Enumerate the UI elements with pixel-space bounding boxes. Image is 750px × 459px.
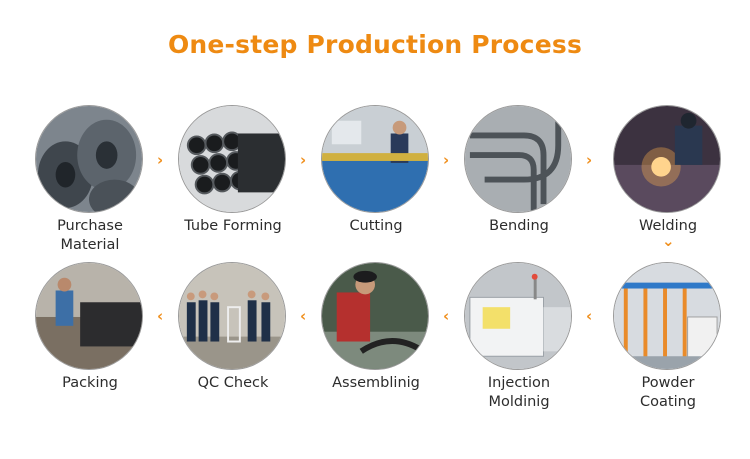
cutting-machine-photo <box>321 105 429 213</box>
arrow-left-icon: ‹ <box>157 307 164 325</box>
step-label: Cutting <box>349 218 403 234</box>
arrow-right-icon: › <box>157 151 164 169</box>
step-label: QC Check <box>197 375 269 391</box>
bent-tubes-photo <box>464 105 572 213</box>
black-tubes-photo <box>178 105 286 213</box>
arrow-right-icon: › <box>586 151 593 169</box>
arrow-left-icon: ‹ <box>300 307 307 325</box>
step-label: Tube Forming <box>184 218 282 234</box>
step-label: Purchase Material <box>57 218 123 253</box>
injection-machine-photo <box>464 262 572 370</box>
step-label: Injection Moldinig <box>487 375 551 410</box>
step-label: Assemblinig <box>332 375 420 391</box>
arrow-down-icon: ⌄ <box>662 232 675 250</box>
step-label: Packing <box>62 375 118 391</box>
assembly-worker-photo <box>321 262 429 370</box>
arrow-left-icon: ‹ <box>586 307 593 325</box>
step-label: Powder Coating <box>640 375 696 410</box>
page-title: One-step Production Process <box>167 30 583 59</box>
steel-coils-photo <box>35 105 143 213</box>
welding-sparks-photo <box>613 105 721 213</box>
qc-team-photo <box>178 262 286 370</box>
coating-line-photo <box>613 262 721 370</box>
step-label: Bending <box>489 218 549 234</box>
packing-worker-photo <box>35 262 143 370</box>
arrow-right-icon: › <box>443 151 450 169</box>
step-label: Welding <box>638 218 698 234</box>
arrow-right-icon: › <box>300 151 307 169</box>
arrow-left-icon: ‹ <box>443 307 450 325</box>
